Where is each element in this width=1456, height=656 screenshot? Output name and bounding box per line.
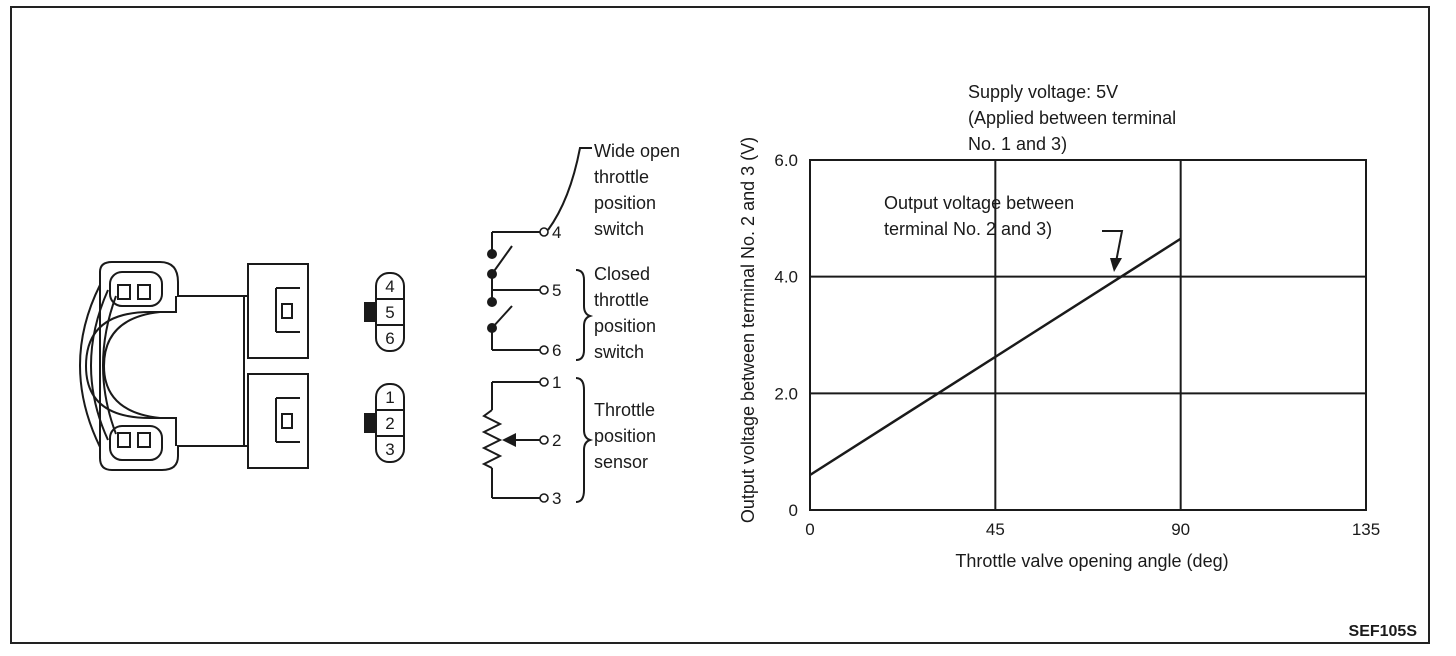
svg-text:Throttle: Throttle xyxy=(594,400,655,420)
terminal-1: 1 xyxy=(552,373,561,392)
connector-pin-1: 1 xyxy=(385,388,394,407)
svg-text:sensor: sensor xyxy=(594,452,648,472)
switch-contacts xyxy=(487,249,497,333)
output-voltage-chart: 0 45 90 135 0 2.0 4.0 6.0 Throttle valve openi… xyxy=(738,82,1380,571)
terminal-numbers: 4 5 6 1 2 3 xyxy=(552,223,561,508)
connector-lower: 1 2 3 xyxy=(364,383,405,463)
x-tick-label: 135 xyxy=(1352,520,1380,539)
line-annotation: Output voltage between terminal No. 2 an… xyxy=(884,193,1124,272)
svg-text:switch: switch xyxy=(594,219,644,239)
connector-pin-3: 3 xyxy=(385,440,394,459)
closed-switch-label: Closed throttle position switch xyxy=(594,264,656,362)
plot-frame xyxy=(809,159,1367,511)
y-tick-label: 4.0 xyxy=(774,268,798,287)
svg-text:throttle: throttle xyxy=(594,290,649,310)
output-voltage-line xyxy=(809,237,1182,477)
svg-text:position: position xyxy=(594,193,656,213)
throttle-position-sensor-body xyxy=(79,261,309,471)
wot-switch-label: Wide open throttle position switch xyxy=(594,141,680,239)
terminal-4: 4 xyxy=(552,223,561,242)
chart-grid xyxy=(810,160,1366,510)
y-tick-label: 6.0 xyxy=(774,151,798,170)
svg-text:position: position xyxy=(594,316,656,336)
chart-series xyxy=(809,237,1182,477)
y-tick-label: 0 xyxy=(789,501,798,520)
figure-code: SEF105S xyxy=(1349,623,1418,640)
connector-pin-6: 6 xyxy=(385,329,394,348)
svg-text:throttle: throttle xyxy=(594,167,649,187)
terminal-6: 6 xyxy=(552,341,561,360)
sensor-label: Throttle position sensor xyxy=(594,400,656,472)
annotation-line-1: Output voltage between xyxy=(884,193,1074,213)
connector-pin-2: 2 xyxy=(385,414,394,433)
chart-title-line-1: Supply voltage: 5V xyxy=(968,82,1118,102)
x-tick-label: 0 xyxy=(805,520,814,539)
y-tick-labels: 0 2.0 4.0 6.0 xyxy=(774,151,798,520)
wiper-arrow xyxy=(502,433,516,447)
terminal-2: 2 xyxy=(552,431,561,450)
chart-title: Supply voltage: 5V (Applied between term… xyxy=(968,82,1176,154)
svg-text:switch: switch xyxy=(594,342,644,362)
svg-text:position: position xyxy=(594,426,656,446)
x-axis-label: Throttle valve opening angle (deg) xyxy=(955,551,1228,571)
figure-frame xyxy=(10,6,1430,644)
chart-title-line-3: No. 1 and 3) xyxy=(968,134,1067,154)
x-tick-label: 45 xyxy=(986,520,1005,539)
terminal-circles xyxy=(539,227,549,503)
connector-upper: 4 5 6 xyxy=(364,272,405,352)
x-tick-labels: 0 45 90 135 xyxy=(805,520,1380,539)
chart-title-line-2: (Applied between terminal xyxy=(968,108,1176,128)
svg-text:Closed: Closed xyxy=(594,264,650,284)
connector-pin-5: 5 xyxy=(385,303,394,322)
annotation-line-2: terminal No. 2 and 3) xyxy=(884,219,1052,239)
terminal-3: 3 xyxy=(552,489,561,508)
potentiometer-circuit xyxy=(481,381,540,499)
y-tick-label: 2.0 xyxy=(774,384,798,403)
connector-pin-4: 4 xyxy=(385,277,394,296)
terminal-5: 5 xyxy=(552,281,561,300)
switch-circuit xyxy=(491,147,594,503)
y-axis-label: Output voltage between terminal No. 2 an… xyxy=(738,137,758,523)
x-tick-label: 90 xyxy=(1171,520,1190,539)
svg-text:Wide open: Wide open xyxy=(594,141,680,161)
